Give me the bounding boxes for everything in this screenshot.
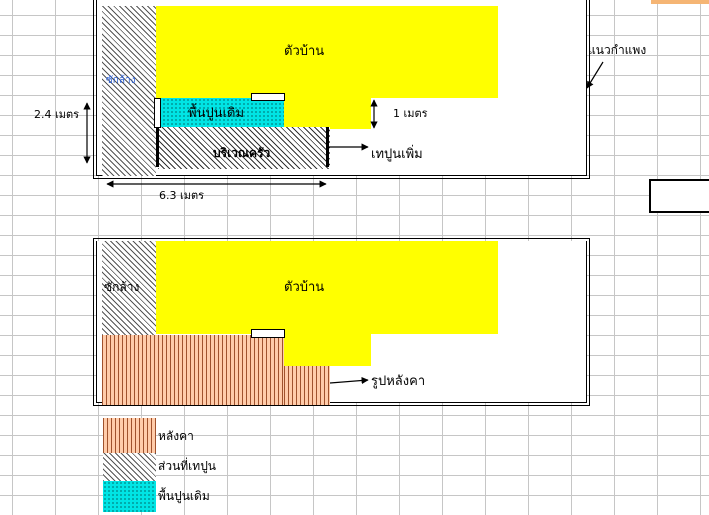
bottom-wash-label: ซักล้าง (104, 280, 140, 294)
legend-roof-label: หลังคา (158, 429, 194, 443)
roof-area-lower (284, 366, 330, 405)
top-window-marker (251, 93, 285, 101)
height-dim-label: 2.4 เมตร (34, 108, 80, 121)
roof-shape-label: รูปหลังคา (371, 374, 426, 389)
legend-poured-swatch (103, 453, 156, 481)
step-dim-label: 1 เมตร (393, 107, 428, 120)
top-door-marker (154, 98, 161, 128)
roof-area-upper (102, 335, 284, 405)
top-house-step (284, 98, 371, 129)
top-right-wall-bar (326, 127, 329, 167)
pour-more-label: เทปูนเพิ่ม (371, 147, 423, 162)
bottom-house-block (156, 241, 498, 334)
top-wash-label: ซักล้าง (106, 75, 136, 86)
top-left-wall-bar (156, 127, 159, 167)
top-wash-area-hatch (102, 6, 156, 176)
legend-old-floor-label: พื้นปูนเดิม (158, 489, 210, 503)
top-old-floor (158, 98, 284, 127)
legend-poured-label: ส่วนที่เทปูน (158, 459, 217, 473)
bottom-house-label: ตัวบ้าน (284, 280, 325, 295)
top-kitchen-hatch (158, 127, 330, 169)
side-cell-box[interactable] (649, 179, 709, 213)
bottom-house-step (284, 334, 371, 366)
top-house-label: ตัวบ้าน (284, 44, 325, 59)
top-house-block (156, 6, 498, 98)
kitchen-label: บริเวณครัว (213, 146, 271, 160)
legend-roof-swatch (103, 418, 156, 453)
wall-line-label: แนวกำแพง (588, 43, 647, 57)
width-dim-label: 6.3 เมตร (159, 189, 205, 202)
selected-cell-highlight (651, 0, 709, 4)
bottom-wash-area-hatch (102, 241, 156, 335)
top-old-floor-label: พื้นปูนเดิม (188, 106, 245, 121)
bottom-window-marker (251, 329, 285, 338)
legend-old-floor-swatch (103, 481, 156, 512)
